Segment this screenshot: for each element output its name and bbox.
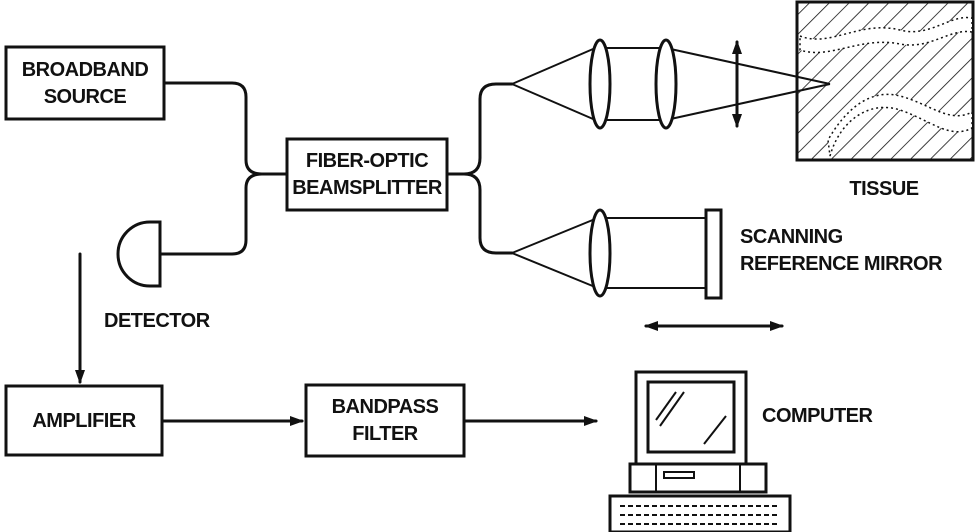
reference-arm-fiber	[464, 174, 512, 253]
reference-arm-optics: SCANNING REFERENCE MIRROR	[512, 210, 943, 326]
broadband-source-box: BROADBAND SOURCE	[6, 47, 164, 119]
reference-mirror	[706, 210, 721, 298]
detector: DETECTOR	[104, 222, 211, 332]
detector-fiber	[160, 174, 262, 254]
monitor-screen	[648, 382, 734, 452]
bandpass-label-line2: FILTER	[352, 423, 419, 445]
bandpass-filter-box: BANDPASS FILTER	[306, 385, 464, 456]
detector-label: DETECTOR	[104, 310, 211, 332]
beamsplitter-label-line2: BEAMSPLITTER	[292, 177, 443, 199]
sample-arm-optics	[512, 40, 830, 128]
mirror-label-line2: REFERENCE MIRROR	[740, 253, 943, 275]
sample-arm-fiber	[447, 84, 512, 174]
source-fiber	[164, 83, 287, 174]
computer-base	[630, 464, 766, 492]
reference-lens	[590, 210, 610, 296]
broadband-source-label-line1: BROADBAND	[22, 59, 149, 81]
beamsplitter-label-line1: FIBER-OPTIC	[306, 150, 428, 172]
sample-lens-1	[590, 40, 610, 128]
sample-beam-cone	[512, 46, 600, 122]
amplifier-label: AMPLIFIER	[32, 410, 136, 432]
bandpass-label-line1: BANDPASS	[332, 396, 439, 418]
tissue-sample: TISSUE	[797, 2, 973, 200]
broadband-source-label-line2: SOURCE	[44, 86, 127, 108]
tissue-label: TISSUE	[849, 178, 918, 200]
amplifier-box: AMPLIFIER	[6, 386, 162, 455]
computer-label: COMPUTER	[762, 405, 874, 427]
mirror-label-line1: SCANNING	[740, 226, 843, 248]
sample-lens-2	[656, 40, 676, 128]
reference-beam-cone	[512, 217, 600, 289]
computer: COMPUTER	[610, 372, 874, 532]
beamsplitter-box: FIBER-OPTIC BEAMSPLITTER	[287, 139, 447, 210]
